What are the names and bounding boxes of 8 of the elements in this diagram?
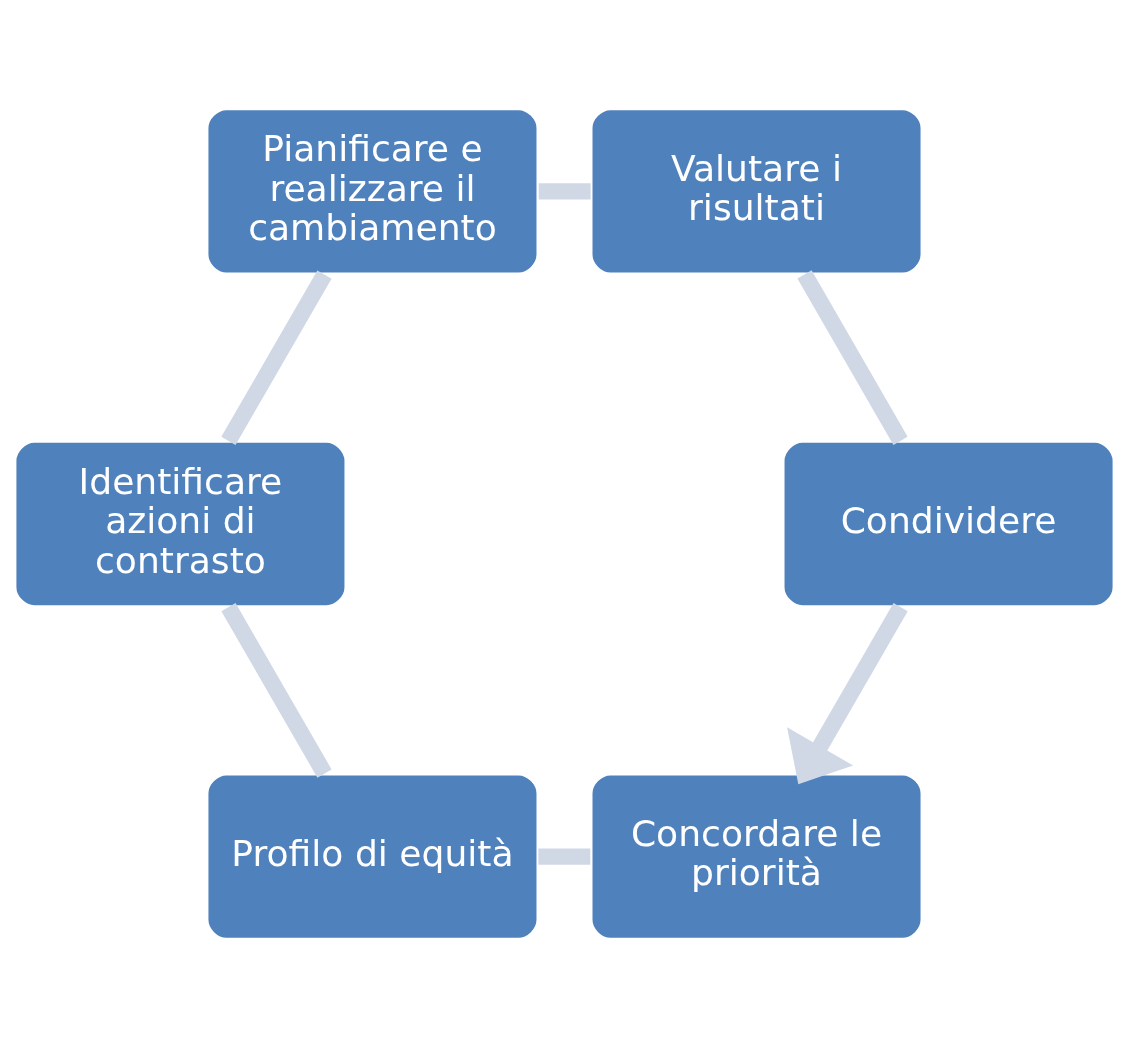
connector (221, 602, 332, 778)
node-box: Identificare azioni di contrasto (13, 439, 348, 608)
connector (797, 269, 908, 445)
connector (538, 847, 591, 865)
node-box: Condividere (781, 439, 1116, 608)
arrow (787, 602, 908, 784)
connector (221, 269, 332, 445)
connector (538, 182, 591, 200)
